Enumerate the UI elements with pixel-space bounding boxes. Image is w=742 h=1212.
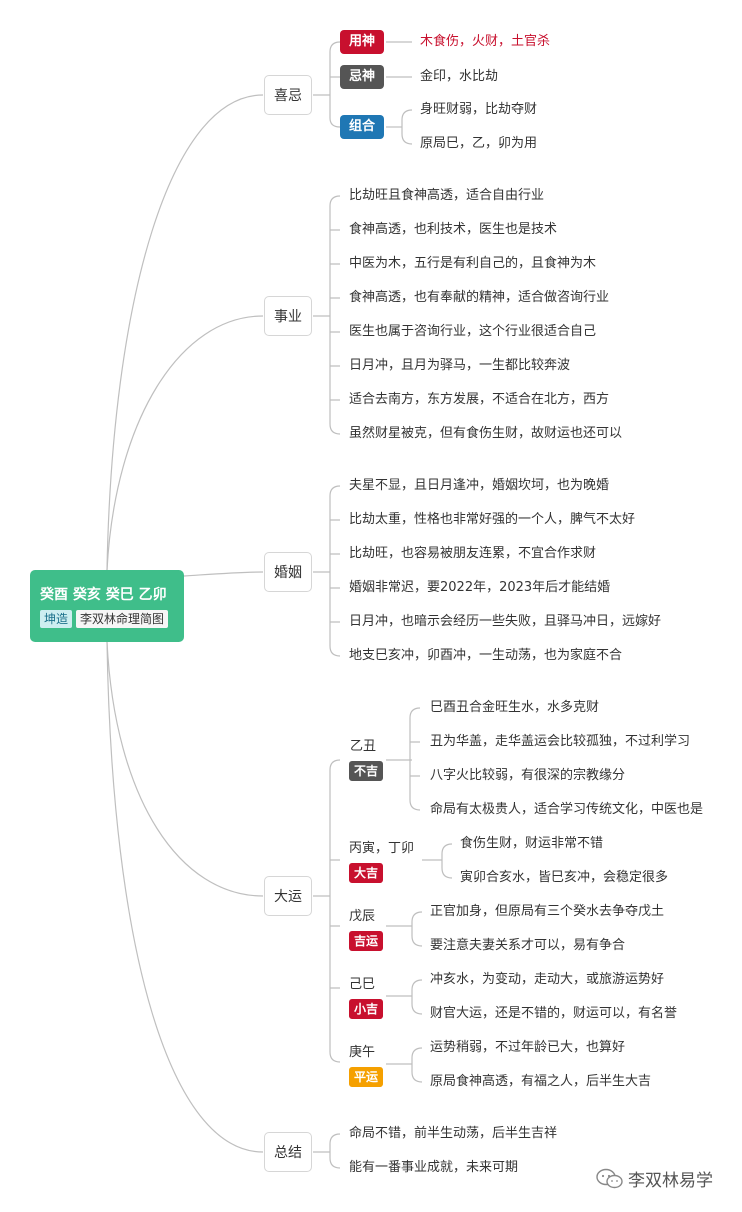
luck-item: 财官大运，还是不错的，财运可以，有名誉 <box>430 1006 678 1021</box>
luck-period-name: 戊辰 <box>349 909 376 924</box>
luck-period-name: 乙丑 <box>350 739 377 754</box>
ji-value: 金印，水比劫 <box>420 69 499 84</box>
luck-item: 巳酉丑合金旺生水，水多克财 <box>430 700 600 715</box>
author-tag: 李双林命理简图 <box>76 610 169 628</box>
luck-badge-daji: 大吉 <box>349 863 384 883</box>
category-xiji[interactable]: 喜忌 <box>264 75 312 115</box>
marriage-item: 婚姻非常迟，要2022年，2023年后才能结婚 <box>349 580 611 595</box>
summary-item: 命局不错，前半生动荡，后半生吉祥 <box>349 1126 558 1141</box>
marriage-item: 地支巳亥冲，卯酉冲，一生动荡，也为家庭不合 <box>349 648 623 663</box>
luck-badge-pingyun: 平运 <box>349 1067 384 1087</box>
marriage-item: 夫星不显，且日月逢冲，婚姻坎坷，也为晚婚 <box>349 478 610 493</box>
luck-item: 要注意夫妻关系才可以，易有争合 <box>430 938 626 953</box>
luck-period-name: 己巳 <box>349 977 376 992</box>
luck-item: 丑为华盖，走华盖运会比较孤独，不过利学习 <box>430 734 691 749</box>
marriage-item: 日月冲，也暗示会经历一些失败，且驿马冲日，远嫁好 <box>349 614 662 629</box>
wechat-icon <box>596 1168 623 1189</box>
summary-item: 能有一番事业成就，未来可期 <box>349 1160 519 1175</box>
luck-item: 八字火比较弱，有很深的宗教缘分 <box>430 768 626 783</box>
root-node[interactable]: 癸酉 癸亥 癸巳 乙卯 坤造 李双林命理简图 <box>30 570 184 642</box>
career-item: 虽然财星被克，但有食伤生财，故财运也还可以 <box>349 426 623 441</box>
career-item: 食神高透，也有奉献的精神，适合做咨询行业 <box>349 290 610 305</box>
luck-period-name: 庚午 <box>349 1045 376 1060</box>
yong-badge: 用神 <box>340 30 384 54</box>
luck-badge-xiaoji: 小吉 <box>349 999 384 1019</box>
zuhe-item: 身旺财弱，比劫夺财 <box>420 102 538 117</box>
category-marriage[interactable]: 婚姻 <box>264 552 312 592</box>
root-title: 癸酉 癸亥 癸巳 乙卯 <box>40 587 167 603</box>
career-item: 日月冲，且月为驿马，一生都比较奔波 <box>349 358 571 373</box>
ji-badge: 忌神 <box>340 65 384 89</box>
luck-badge-buji: 不吉 <box>349 761 384 781</box>
luck-item: 命局有太极贵人，适合学习传统文化，中医也是 <box>430 802 704 817</box>
career-item: 适合去南方，东方发展，不适合在北方，西方 <box>349 392 610 407</box>
career-item: 医生也属于咨询行业，这个行业很适合自己 <box>349 324 597 339</box>
category-luck[interactable]: 大运 <box>264 876 312 916</box>
category-career[interactable]: 事业 <box>264 296 312 336</box>
luck-item: 冲亥水，为变动，走动大，或旅游运势好 <box>430 972 665 987</box>
career-item: 食神高透，也利技术，医生也是技术 <box>349 222 558 237</box>
luck-item: 食伤生财，财运非常不错 <box>460 836 604 851</box>
yong-value: 木食伤，火财，土官杀 <box>420 34 551 49</box>
gender-tag: 坤造 <box>40 610 73 628</box>
category-summary[interactable]: 总结 <box>264 1132 312 1172</box>
career-item: 比劫旺且食神高透，适合自由行业 <box>349 188 545 203</box>
zuhe-badge: 组合 <box>340 115 384 139</box>
luck-item: 寅卯合亥水，皆巳亥冲，会稳定很多 <box>460 870 669 885</box>
luck-item: 正官加身，但原局有三个癸水去争夺戊土 <box>430 904 665 919</box>
watermark-text: 李双林易学 <box>628 1171 713 1191</box>
luck-item: 原局食神高透，有福之人，后半生大吉 <box>430 1074 652 1089</box>
career-item: 中医为木，五行是有利自己的，且食神为木 <box>349 256 597 271</box>
marriage-item: 比劫太重，性格也非常好强的一个人，脾气不太好 <box>349 512 636 527</box>
luck-badge-jiyun: 吉运 <box>349 931 384 951</box>
luck-item: 运势稍弱，不过年龄已大，也算好 <box>430 1040 626 1055</box>
zuhe-item: 原局巳，乙，卯为用 <box>420 136 538 151</box>
luck-period-name: 丙寅，丁卯 <box>349 841 415 856</box>
marriage-item: 比劫旺，也容易被朋友连累，不宜合作求财 <box>349 546 597 561</box>
